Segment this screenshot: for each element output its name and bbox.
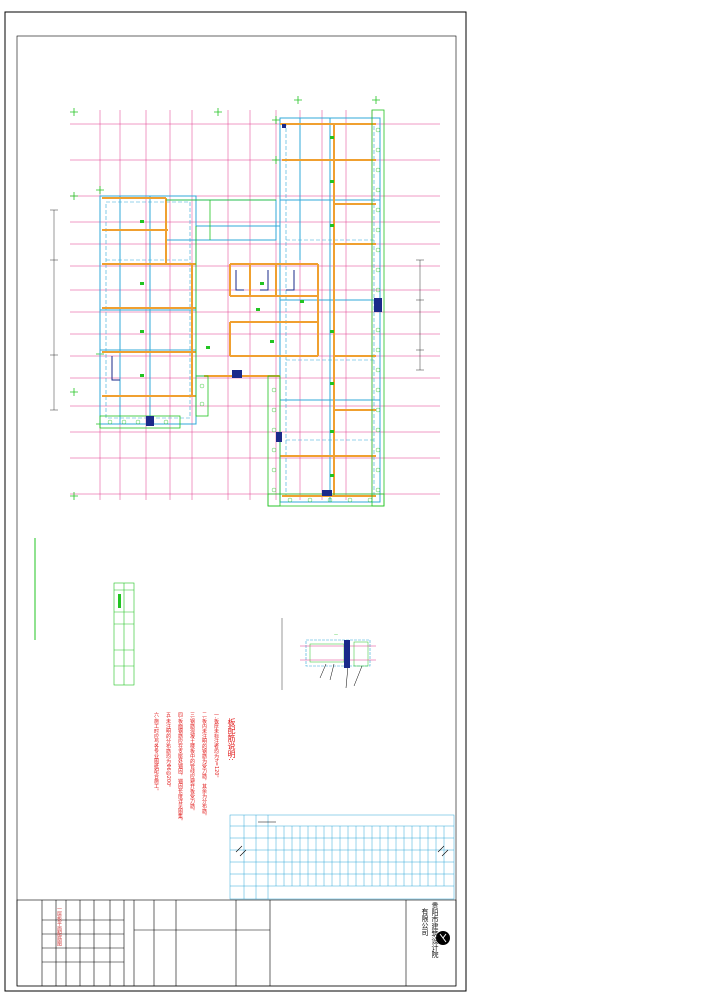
section-detail: — (281, 618, 376, 690)
slab-edge-dots (107, 127, 381, 503)
company-name-line1: 贵阳市建筑设计院 (431, 902, 439, 958)
walls (99, 117, 381, 503)
sheet-name: 一层板平面配筋图 (56, 906, 62, 946)
title-block (16, 899, 457, 987)
notes-title: 板配筋说明: (227, 718, 236, 761)
grid-lines-vertical (99, 110, 373, 500)
notes-line-5: 五.未注明的分布筋均为Φ6@200。 (165, 712, 171, 791)
company-name-line2: 有限公司 (421, 908, 429, 936)
notes-line-3: 三.钢筋混凝土楼板中的管线应避开板受力筋。 (189, 712, 195, 814)
rebar-bends (111, 270, 295, 381)
legend-table-marks (118, 594, 121, 608)
legend-table (113, 582, 135, 686)
notes-line-4: 四.板面钢筋应在支座处锚固，锚固长度详见图集。 (177, 712, 183, 824)
notes-line-1: 一.板厚未标注者均为h=120。 (213, 712, 219, 781)
schedule-marks (235, 821, 449, 857)
rebar-schedule-table (229, 814, 455, 900)
svg-text:—: — (334, 632, 338, 637)
beams (102, 123, 376, 497)
inner-frame (16, 35, 457, 987)
columns (146, 124, 382, 496)
notes-line-6: 六.施工时应与各专业图纸配合施工。 (153, 712, 159, 794)
company-logo-icon (436, 931, 450, 945)
dimension-lines (50, 209, 424, 411)
floor-plan (50, 96, 440, 507)
notes-line-2: 二.板内未注明的钢筋为受力筋，其余为分布筋。 (201, 712, 207, 819)
axis-markers (70, 96, 380, 500)
outer-frame (4, 11, 467, 992)
rebar-labels (140, 136, 334, 477)
